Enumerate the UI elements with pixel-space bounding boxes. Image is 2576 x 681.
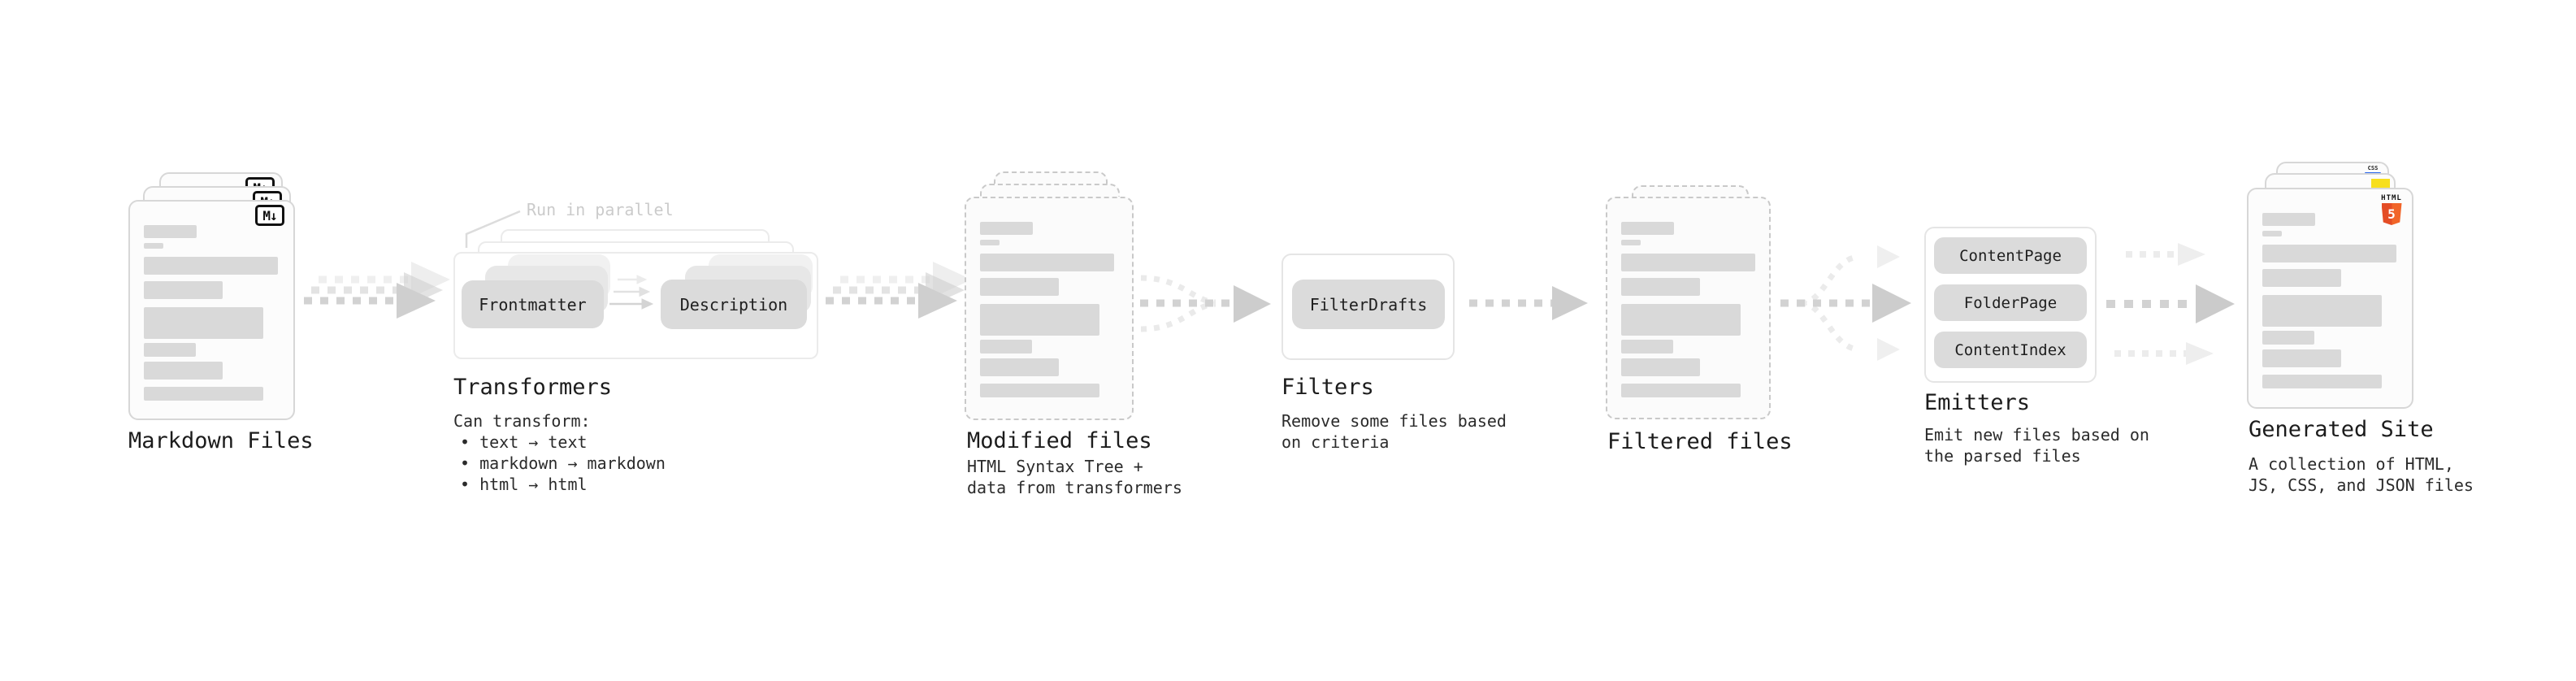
placeholder-text-bar bbox=[2262, 295, 2382, 327]
placeholder-text-bar bbox=[2262, 231, 2282, 236]
placeholder-text-bar bbox=[2262, 245, 2396, 262]
filters-label: Filters bbox=[1281, 375, 1374, 400]
transformers-label: Transformers bbox=[453, 375, 613, 400]
placeholder-text-bar bbox=[1621, 384, 1741, 397]
filterdrafts-node: FilterDrafts bbox=[1292, 280, 1445, 329]
placeholder-text-bar bbox=[1621, 358, 1700, 376]
modified-files-label: Modified files bbox=[967, 428, 1152, 453]
placeholder-text-bar bbox=[144, 225, 197, 238]
placeholder-text-bar bbox=[144, 343, 196, 357]
placeholder-text-bar bbox=[2262, 269, 2341, 287]
frontmatter-node: Frontmatter bbox=[462, 280, 604, 328]
transformers-bullet: • text → text bbox=[460, 432, 588, 452]
placeholder-text-bar bbox=[980, 340, 1032, 354]
placeholder-text-bar bbox=[1621, 278, 1700, 296]
placeholder-text-bar bbox=[144, 307, 263, 339]
modified-files-desc: HTML Syntax Tree + bbox=[967, 457, 1143, 476]
placeholder-text-bar bbox=[980, 278, 1059, 296]
parallel-arrows-icon bbox=[609, 275, 654, 310]
placeholder-text-bar bbox=[980, 222, 1033, 235]
placeholder-text-bar bbox=[2262, 349, 2341, 367]
filters-desc: Remove some files based bbox=[1281, 411, 1507, 431]
placeholder-text-bar bbox=[1621, 304, 1741, 336]
emit-arrows-icon bbox=[2106, 243, 2235, 365]
fan-out-arrow-icon bbox=[1780, 245, 1911, 361]
placeholder-text-bar bbox=[144, 257, 278, 275]
emitters-desc: the parsed files bbox=[1924, 446, 2081, 466]
flow-arrow-icon bbox=[1469, 286, 1588, 320]
markdown-file-card: M↓ bbox=[128, 200, 295, 420]
js-badge-icon bbox=[2371, 179, 2390, 189]
placeholder-text-bar bbox=[1621, 240, 1641, 245]
generated-site-label: Generated Site bbox=[2249, 417, 2434, 442]
modified-file-card bbox=[965, 197, 1134, 420]
transformers-desc-title: Can transform: bbox=[453, 411, 591, 431]
emitters-label: Emitters bbox=[1924, 390, 2031, 415]
placeholder-text-bar bbox=[1621, 340, 1673, 354]
placeholder-text-bar bbox=[980, 304, 1099, 336]
filters-desc: on criteria bbox=[1281, 432, 1390, 452]
markdown-files-label: Markdown Files bbox=[128, 428, 314, 453]
placeholder-text-bar bbox=[980, 358, 1059, 376]
flow-arrow-icon bbox=[304, 262, 450, 319]
placeholder-text-bar bbox=[2262, 213, 2315, 226]
contentpage-node: ContentPage bbox=[1934, 237, 2087, 274]
folderpage-node: FolderPage bbox=[1934, 284, 2087, 321]
emitters-desc: Emit new files based on bbox=[1924, 425, 2149, 445]
filtered-file-card bbox=[1606, 197, 1771, 419]
filtered-files-label: Filtered files bbox=[1607, 429, 1793, 454]
note-leader-line bbox=[465, 210, 521, 248]
markdown-icon: M↓ bbox=[255, 205, 284, 226]
placeholder-text-bar bbox=[144, 362, 223, 380]
placeholder-text-bar bbox=[1621, 254, 1755, 271]
placeholder-text-bar bbox=[980, 254, 1114, 271]
html5-logo-icon: HTML 5 bbox=[2380, 194, 2403, 225]
description-node: Description bbox=[661, 280, 807, 329]
placeholder-text-bar bbox=[980, 384, 1099, 397]
placeholder-text-bar bbox=[2262, 375, 2382, 388]
placeholder-text-bar bbox=[144, 243, 163, 249]
modified-files-desc: data from transformers bbox=[967, 478, 1182, 497]
run-in-parallel-note: Run in parallel bbox=[527, 200, 674, 219]
flow-arrow-icon bbox=[826, 262, 972, 319]
transformers-bullet: • html → html bbox=[460, 475, 588, 494]
placeholder-text-bar bbox=[144, 281, 223, 299]
generated-site-desc: A collection of HTML, bbox=[2249, 454, 2454, 474]
contentindex-node: ContentIndex bbox=[1934, 332, 2087, 368]
placeholder-text-bar bbox=[2262, 331, 2314, 345]
placeholder-text-bar bbox=[144, 387, 263, 401]
placeholder-text-bar bbox=[1621, 222, 1674, 235]
generated-site-desc: JS, CSS, and JSON files bbox=[2249, 475, 2474, 495]
placeholder-text-bar bbox=[980, 240, 1000, 245]
transformers-bullet: • markdown → markdown bbox=[460, 453, 666, 473]
generated-file-card: HTML 5 bbox=[2247, 188, 2413, 409]
fan-in-arrow-icon bbox=[1140, 275, 1271, 332]
